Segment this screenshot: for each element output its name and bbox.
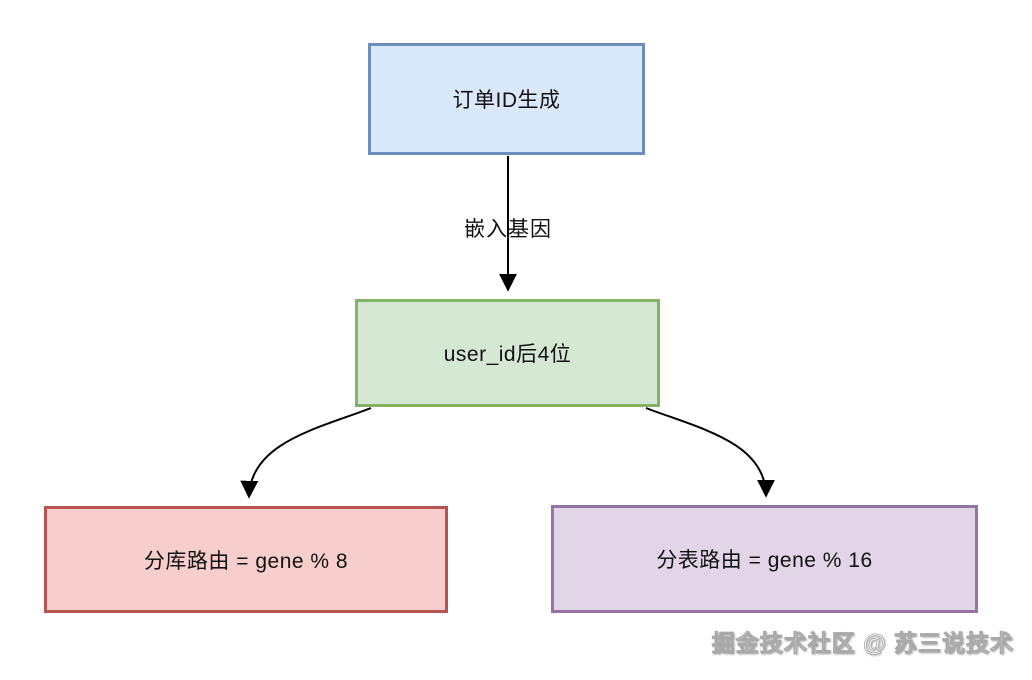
edge-userid-to-tableroute-arrow bbox=[645, 407, 775, 498]
watermark-text: 掘金技术社区 @ 苏三说技术 bbox=[711, 630, 1014, 657]
node-table-route-label: 分表路由 = gene % 16 bbox=[656, 549, 873, 572]
edge-userid-to-dbroute-arrow bbox=[240, 407, 372, 499]
node-order-id-generation-label: 订单ID生成 bbox=[452, 89, 561, 112]
node-user-id-last4-label: user_id后4位 bbox=[443, 343, 572, 366]
node-db-route: 分库路由 = gene % 8 bbox=[44, 506, 448, 613]
node-table-route: 分表路由 = gene % 16 bbox=[551, 505, 978, 613]
node-db-route-label: 分库路由 = gene % 8 bbox=[143, 549, 349, 573]
node-user-id-last4: user_id后4位 bbox=[355, 299, 660, 407]
node-order-id-generation: 订单ID生成 bbox=[368, 43, 645, 155]
edge-label-embed-gene: 嵌入基因 bbox=[464, 218, 552, 241]
